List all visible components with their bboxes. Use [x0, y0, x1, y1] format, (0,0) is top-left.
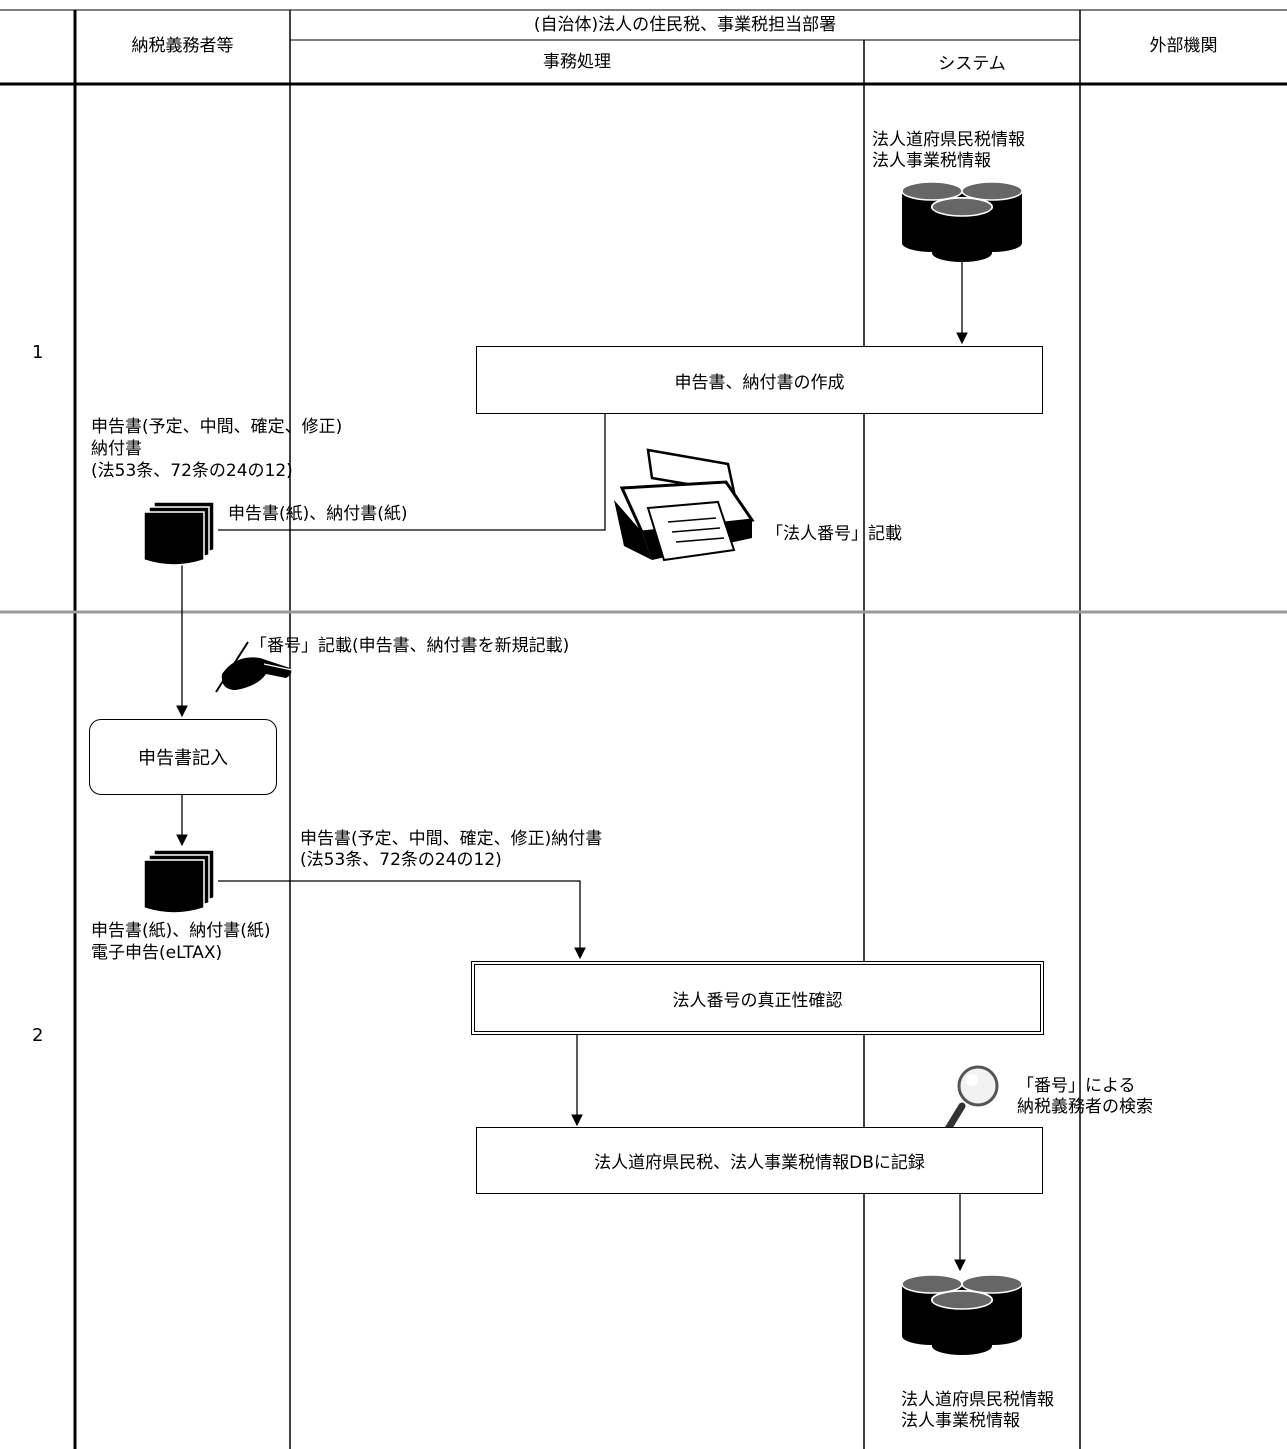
entry-box-label: 申告書記入: [138, 748, 228, 769]
db-label-bottom-2: 法人事業税情報: [901, 1411, 1020, 1431]
database-icon: [901, 181, 1023, 262]
create-forms-label: 申告書、納付書の作成: [674, 372, 845, 393]
forms-label-3: (法53条、72条の24の12): [91, 461, 293, 481]
document-stack-icon: [143, 501, 215, 566]
pen-label: 「番号」記載(申告書、納付書を新規記載): [250, 636, 570, 656]
entry-box: 申告書記入: [89, 719, 277, 795]
pen-hand-icon: [215, 641, 293, 693]
db-label-top-2: 法人事業税情報: [872, 151, 991, 171]
header-taxpayer: 納税義務者等: [131, 36, 234, 56]
header-external: 外部機関: [1149, 36, 1218, 56]
record-db-label: 法人道府県民税、法人事業税情報DBに記録: [594, 1153, 925, 1173]
forms-label-1: 申告書(予定、中間、確定、修正): [91, 417, 343, 437]
search-label-1: 「番号」による: [1017, 1076, 1136, 1096]
header-office: 事務処理: [543, 52, 611, 72]
paper-forms-flow-label: 申告書(紙)、納付書(紙): [228, 504, 408, 524]
database-icon-2: [901, 1274, 1023, 1355]
submit-label-2: (法53条、72条の24の12): [300, 850, 502, 870]
header-system: システム: [938, 54, 1006, 74]
printer-label: 「法人番号」記載: [766, 524, 902, 544]
record-db-box: 法人道府県民税、法人事業税情報DBに記録: [476, 1127, 1043, 1194]
printer-icon: [614, 448, 755, 562]
search-label-2: 納税義務者の検索: [1017, 1097, 1153, 1117]
verify-box-label: 法人番号の真正性確認: [672, 990, 843, 1011]
forms-label-2: 納付書: [91, 439, 142, 459]
row-number-1: 1: [32, 342, 44, 363]
db-label-top-1: 法人道府県民税情報: [872, 130, 1025, 150]
verify-box: 法人番号の真正性確認: [471, 961, 1044, 1035]
paper-label-2: 電子申告(eLTAX): [91, 943, 223, 963]
submit-label-1: 申告書(予定、中間、確定、修正)納付書: [300, 829, 603, 849]
row-number-2: 2: [32, 1025, 44, 1046]
header-department: (自治体)法人の住民税、事業税担当部署: [533, 15, 837, 35]
paper-label-1: 申告書(紙)、納付書(紙): [91, 921, 271, 941]
document-stack-icon-2: [143, 849, 215, 914]
create-forms-box: 申告書、納付書の作成: [476, 346, 1043, 414]
db-label-bottom-1: 法人道府県民税情報: [901, 1390, 1054, 1410]
